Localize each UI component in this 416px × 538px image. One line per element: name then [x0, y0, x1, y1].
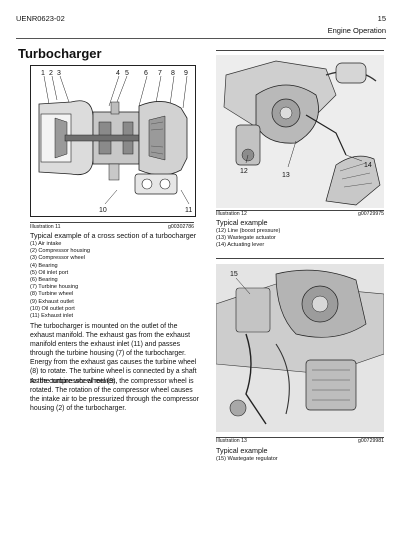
illustration-11-code: g00302786: [168, 224, 194, 230]
callout-13: 13: [282, 172, 290, 179]
legend-item: (15) Wastegate regulator: [216, 456, 278, 462]
legend-item: (6) Bearing: [30, 277, 58, 284]
illustration-11-label: Illustration 11: [30, 224, 61, 230]
legend-item: (1) Air intake: [30, 241, 62, 247]
callout-1: 1: [41, 70, 45, 77]
illustration-13-caption: Typical example: [216, 446, 268, 455]
callout-5: 5: [125, 70, 129, 77]
wastegate-regulator-photo: 15: [216, 264, 384, 432]
legend-item: (7) Turbine housing: [30, 284, 79, 291]
illustration-12-caption: Typical example: [216, 218, 268, 227]
turbocharger-cross-section-illustration: 1 2 3 4 5 6 7 8 9 10 11: [30, 65, 196, 217]
illustration-13-label: Illustration 13: [216, 438, 247, 444]
illustration-11-rule: [30, 222, 194, 223]
illustration-13-top-rule: [216, 258, 384, 259]
callout-9: 9: [184, 70, 188, 77]
wastegate-actuator-photo: 12 13 14: [216, 55, 384, 208]
callout-2: 2: [49, 70, 53, 77]
callout-3: 3: [57, 70, 61, 77]
page-title: Turbocharger: [18, 46, 102, 61]
legend-item: (10) Oil outlet port: [30, 305, 75, 312]
illustration-12-code: g00729975: [358, 211, 384, 217]
legend-item: (12) Line (boost pressure): [216, 228, 281, 234]
illustration-13-code: g00729981: [358, 438, 384, 444]
illustration-12-top-rule: [216, 50, 384, 51]
body-paragraph-1: The turbocharger is mounted on the outle…: [30, 323, 197, 385]
illustration-12-legend: (12) Line (boost pressure) (13) Wastegat…: [216, 228, 384, 250]
legend-item: (9) Exhaust outlet: [30, 298, 74, 305]
callout-8: 8: [171, 70, 175, 77]
illustration-12-label: Illustration 12: [216, 211, 247, 217]
body-paragraph-2: As the turbine wheel rotates, the compre…: [30, 378, 199, 413]
legend-item: (3) Compressor wheel: [30, 255, 86, 262]
legend-item: (2) Compressor housing: [30, 248, 91, 255]
illustration-11-legend: (1) Air intake (2) Compressor housing (3…: [30, 241, 194, 320]
callout-12: 12: [240, 168, 248, 175]
illustration-13-rule: [216, 437, 384, 438]
callout-6: 6: [144, 70, 148, 77]
legend-item: (8) Turbine wheel: [30, 291, 74, 298]
illustration-12-rule: [216, 210, 384, 211]
callout-7: 7: [158, 70, 162, 77]
legend-item: (13) Wastegate actuator: [216, 235, 276, 242]
header-divider: [16, 38, 386, 39]
callout-10: 10: [99, 207, 107, 214]
callout-15: 15: [230, 271, 238, 278]
callout-11: 11: [185, 207, 192, 214]
legend-item: (14) Actuating lever: [216, 242, 265, 249]
document-code: UENR0623-02: [16, 14, 65, 23]
legend-item: (11) Exhaust inlet: [30, 313, 74, 320]
legend-item: (4) Bearing: [30, 262, 58, 269]
illustration-13-legend: (15) Wastegate regulator: [216, 456, 384, 463]
illustration-11-caption: Typical example of a cross section of a …: [30, 231, 197, 240]
legend-item: (5) Oil inlet port: [30, 269, 69, 276]
callout-14: 14: [364, 162, 372, 169]
section-title: Engine Operation: [327, 26, 386, 35]
callout-4: 4: [116, 70, 120, 77]
page-number: 15: [377, 14, 386, 23]
